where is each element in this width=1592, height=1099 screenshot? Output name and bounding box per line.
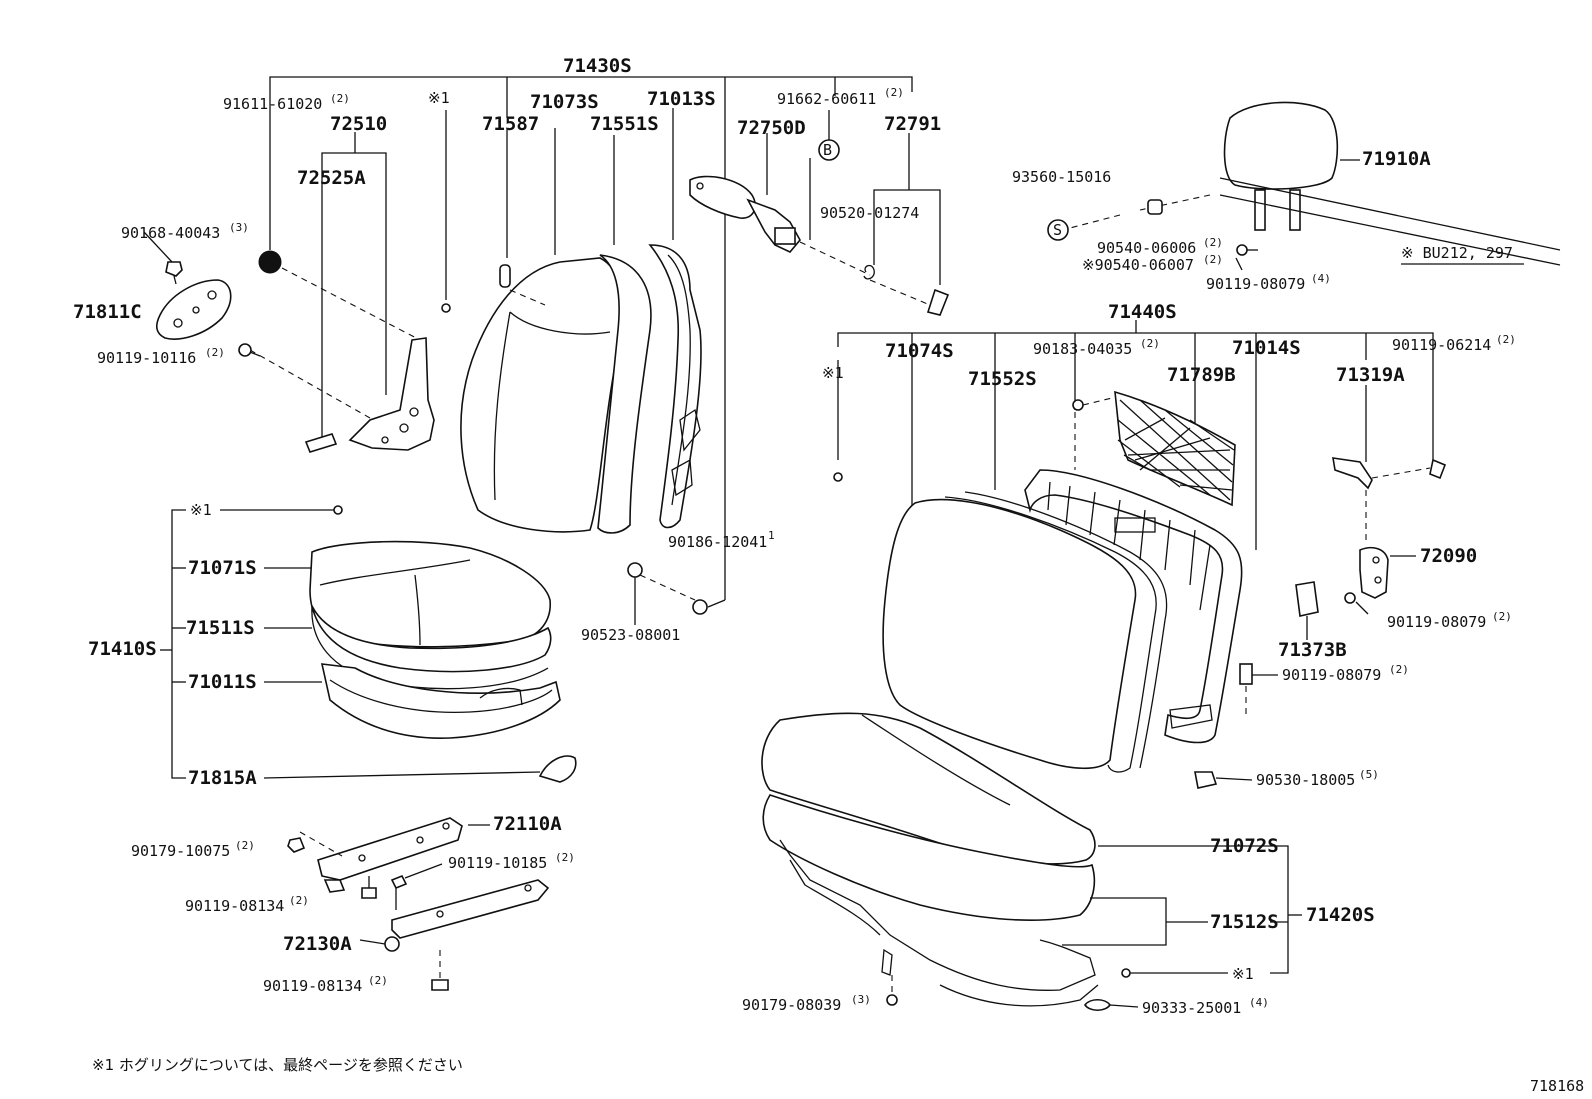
label-90119-08079-b: 90119-08079 — [1387, 613, 1486, 631]
label-90183-04035: 90183-04035 — [1033, 340, 1132, 358]
label-71552S: 71552S — [968, 368, 1037, 390]
label-71789B: 71789B — [1167, 364, 1236, 386]
qty-90179-08039: (3) — [851, 993, 871, 1006]
label-kome1-right: ※1 — [822, 364, 844, 382]
bench-seat-cushion-assembly — [761, 712, 1302, 1012]
qty-90186-12041: 1 — [768, 529, 775, 542]
qty-90333-25001: (4) — [1249, 996, 1269, 1009]
qty-90119-08079-a: (4) — [1311, 272, 1331, 285]
qty-90119-08134-a: (2) — [289, 894, 309, 907]
label-72130A: 72130A — [283, 933, 352, 955]
label-71440S: 71440S — [1108, 301, 1177, 323]
qty-90119-08079-c: (2) — [1389, 663, 1409, 676]
figure-number: 718168 — [1530, 1077, 1584, 1095]
label-71587: 71587 — [482, 113, 539, 135]
qty-90540-06006: (2) — [1203, 236, 1223, 249]
qty-90119-08079-b: (2) — [1492, 610, 1512, 623]
qty-90540-06007: (2) — [1203, 253, 1223, 266]
label-kome1-bottom: ※1 — [1232, 965, 1254, 983]
label-90540-06007: ※90540-06007 — [1082, 256, 1194, 274]
label-90119-06214: 90119-06214 — [1392, 336, 1491, 354]
footnote: ※1 ホグリングについては、最終ページを参照ください — [92, 1056, 463, 1074]
label-90540-06006: 90540-06006 — [1097, 239, 1196, 257]
label-90523-08001: 90523-08001 — [581, 626, 680, 644]
label-71013S: 71013S — [647, 88, 716, 110]
label-90119-10116: 90119-10116 — [97, 349, 196, 367]
qty-90168-40043: (3) — [229, 221, 249, 234]
left-seat-cushion-assembly — [160, 505, 577, 783]
qty-90119-10185: (2) — [555, 851, 575, 864]
label-71511S: 71511S — [186, 617, 255, 639]
label-72110A: 72110A — [493, 813, 562, 835]
label-90119-08134-b: 90119-08134 — [263, 977, 362, 995]
label-90119-08134-a: 90119-08134 — [185, 897, 284, 915]
label-71430S: 71430S — [563, 55, 632, 77]
label-90119-08079-c: 90119-08079 — [1282, 666, 1381, 684]
label-90119-08079-a: 90119-08079 — [1206, 275, 1305, 293]
label-71011S: 71011S — [188, 671, 257, 693]
label-circle-s: S — [1053, 221, 1062, 239]
label-90119-10185: 90119-10185 — [448, 854, 547, 872]
qty-90183-04035: (2) — [1140, 337, 1160, 350]
label-71373B: 71373B — [1278, 639, 1347, 661]
label-71073S: 71073S — [530, 91, 599, 113]
label-90530-18005: 90530-18005 — [1256, 771, 1355, 789]
label-71074S: 71074S — [885, 340, 954, 362]
label-71410S: 71410S — [88, 638, 157, 660]
label-71319A: 71319A — [1336, 364, 1405, 386]
label-71811C: 71811C — [73, 301, 142, 323]
qty-91662-60611: (2) — [884, 86, 904, 99]
qty-90530-18005: (5) — [1359, 768, 1379, 781]
label-71071S: 71071S — [188, 557, 257, 579]
label-71512S: 71512S — [1210, 911, 1279, 933]
part-number-labels: 71430S 91611-61020 (2) 72510 72525A ※1 7… — [73, 55, 1524, 1017]
label-71072S: 71072S — [1210, 835, 1279, 857]
label-bu212-297: ※ BU212, 297 — [1401, 244, 1513, 262]
label-71551S: 71551S — [590, 113, 659, 135]
label-90179-10075: 90179-10075 — [131, 842, 230, 860]
label-kome1-left: ※1 — [190, 501, 212, 519]
left-seat-adjusters — [287, 817, 550, 991]
label-72750D: 72750D — [737, 117, 806, 139]
label-91662-60611: 91662-60611 — [777, 90, 876, 108]
label-90520-01274: 90520-01274 — [820, 204, 919, 222]
left-seat-back-assembly — [143, 76, 950, 625]
label-72090: 72090 — [1420, 545, 1477, 567]
label-71420S: 71420S — [1306, 904, 1375, 926]
label-72791: 72791 — [884, 113, 941, 135]
label-circle-b: B — [823, 141, 832, 159]
label-71014S: 71014S — [1232, 337, 1301, 359]
label-71815A: 71815A — [188, 767, 257, 789]
qty-90119-08134-b: (2) — [368, 974, 388, 987]
qty-90119-10116: (2) — [205, 346, 225, 359]
label-90186-12041: 90186-12041 — [668, 533, 767, 551]
bench-seat-back-assembly — [833, 320, 1447, 789]
label-72525A: 72525A — [297, 167, 366, 189]
label-93560-15016: 93560-15016 — [1012, 168, 1111, 186]
label-72510: 72510 — [330, 113, 387, 135]
label-90168-40043: 90168-40043 — [121, 224, 220, 242]
qty-90119-06214: (2) — [1496, 333, 1516, 346]
label-91611-61020: 91611-61020 — [223, 95, 322, 113]
label-90333-25001: 90333-25001 — [1142, 999, 1241, 1017]
label-71910A: 71910A — [1362, 148, 1431, 170]
label-kome1-top: ※1 — [428, 89, 450, 107]
headrest-assembly — [1047, 101, 1561, 271]
label-90179-08039: 90179-08039 — [742, 996, 841, 1014]
qty-91611-61020: (2) — [330, 92, 350, 105]
qty-90179-10075: (2) — [235, 839, 255, 852]
